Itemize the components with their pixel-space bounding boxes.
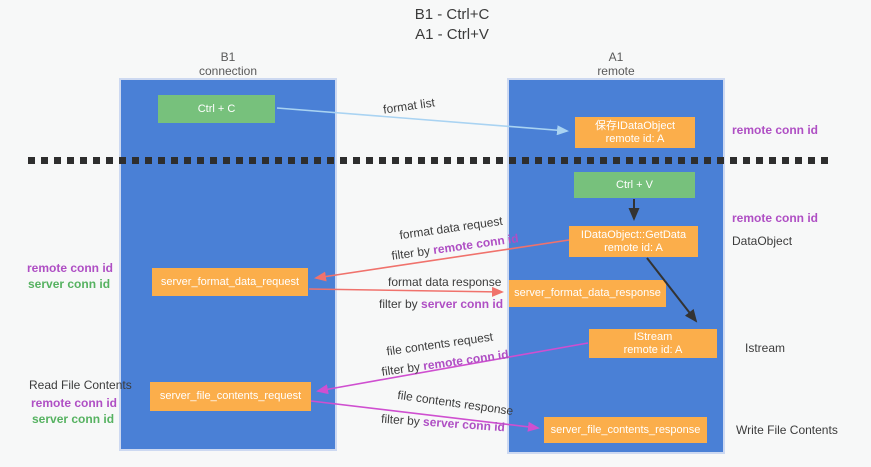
dashed-divider — [28, 157, 832, 164]
lane-a1-name: A1 — [608, 50, 624, 64]
note-write-file-contents: Write File Contents — [736, 423, 838, 437]
note-remote-conn-id-mid: remote conn id — [732, 211, 819, 225]
lane-b1-name: B1 — [220, 50, 236, 64]
lane-header-a1: A1 remote — [507, 50, 725, 78]
box-server-file-contents-response: server_file_contents_response — [544, 417, 707, 443]
title-line-2: A1 - Ctrl+V — [415, 26, 489, 43]
note-remote-conn-id-top: remote conn id — [732, 123, 819, 137]
box-getdata-line2: remote id: A — [604, 241, 663, 254]
box-save-idataobject: 保存IDataObject remote id: A — [575, 117, 695, 148]
box-ctrl-c: Ctrl + C — [158, 95, 275, 123]
box-format-request-label: server_format_data_request — [160, 275, 300, 288]
lane-a1-role: remote — [597, 64, 635, 78]
box-server-format-data-response: server_format_data_response — [509, 280, 666, 307]
note-istream: Istream — [745, 341, 786, 355]
title-line-1: B1 - Ctrl+C — [414, 6, 490, 23]
box-idataobject-getdata: IDataObject::GetData remote id: A — [569, 226, 698, 257]
box-ctrl-v: Ctrl + V — [574, 172, 695, 198]
box-format-response-label: server_format_data_response — [514, 287, 661, 299]
box-server-format-data-request: server_format_data_request — [152, 268, 308, 296]
box-file-response-label: server_file_contents_response — [550, 423, 701, 436]
box-ctrl-c-label: Ctrl + C — [197, 102, 236, 115]
box-istream-line1: IStream — [633, 330, 673, 343]
note-remote-conn-id-left2: remote conn id — [31, 396, 118, 410]
note-remote-conn-id-left1: remote conn id — [27, 261, 114, 275]
diagram-title: B1 - Ctrl+C A1 - Ctrl+V — [332, 5, 572, 45]
filter-by-text: filter by — [380, 359, 425, 379]
lane-header-b1: B1 connection — [119, 50, 337, 78]
arrow-format-request-to-response — [308, 286, 504, 297]
note-read-file-contents: Read File Contents — [29, 378, 132, 392]
box-file-request-label: server_file_contents_request — [159, 390, 302, 402]
note-server-conn-id-left2: server conn id — [32, 412, 115, 426]
note-server-conn-id-left1: server conn id — [28, 277, 111, 291]
label-filter-server-1: filter by server conn id — [379, 297, 503, 311]
box-istream-line2: remote id: A — [623, 343, 683, 356]
box-save-idataobject-line2: remote id: A — [605, 132, 665, 145]
box-server-file-contents-request: server_file_contents_request — [150, 382, 311, 411]
note-dataobject: DataObject — [732, 234, 793, 248]
filter-by-text: filter by — [390, 243, 435, 263]
box-save-idataobject-line1: 保存IDataObject — [594, 119, 676, 132]
server-conn-id-text: server conn id — [421, 297, 504, 311]
lane-b1-role: connection — [198, 64, 258, 78]
label-filter-server-2: filter by server conn id — [381, 412, 506, 435]
label-format-data-response: format data response — [388, 275, 502, 289]
box-getdata-line1: IDataObject::GetData — [580, 228, 687, 241]
box-ctrl-v-label: Ctrl + V — [616, 178, 653, 191]
box-istream: IStream remote id: A — [589, 329, 717, 358]
filter-by-text: filter by — [379, 297, 422, 311]
filter-by-text: filter by — [380, 411, 424, 429]
server-conn-id-text: server conn id — [422, 414, 506, 435]
label-format-list: format list — [382, 95, 436, 117]
